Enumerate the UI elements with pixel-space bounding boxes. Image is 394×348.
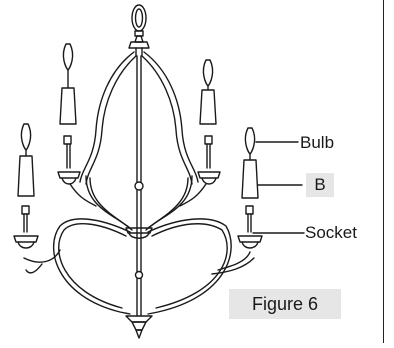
candle-upper-right (179, 59, 221, 207)
figure-caption: Figure 6 (251, 294, 319, 314)
shade-label: B (314, 175, 326, 194)
candle-lower-right (237, 127, 263, 249)
figure-caption-box: Figure 6 (229, 289, 341, 319)
candle-lower-left (13, 123, 39, 249)
shade-label-box: B (306, 173, 334, 197)
lower-arms (23, 218, 255, 315)
candle-upper-left (57, 43, 97, 207)
canopy (128, 35, 150, 57)
bottom-finial (125, 315, 153, 339)
middle-cup (125, 227, 153, 239)
hanging-loop (131, 4, 147, 37)
bulb-label: Bulb (300, 133, 335, 152)
page-border-line (383, 0, 384, 343)
center-frame (79, 51, 199, 317)
socket-label: Socket (305, 223, 357, 242)
